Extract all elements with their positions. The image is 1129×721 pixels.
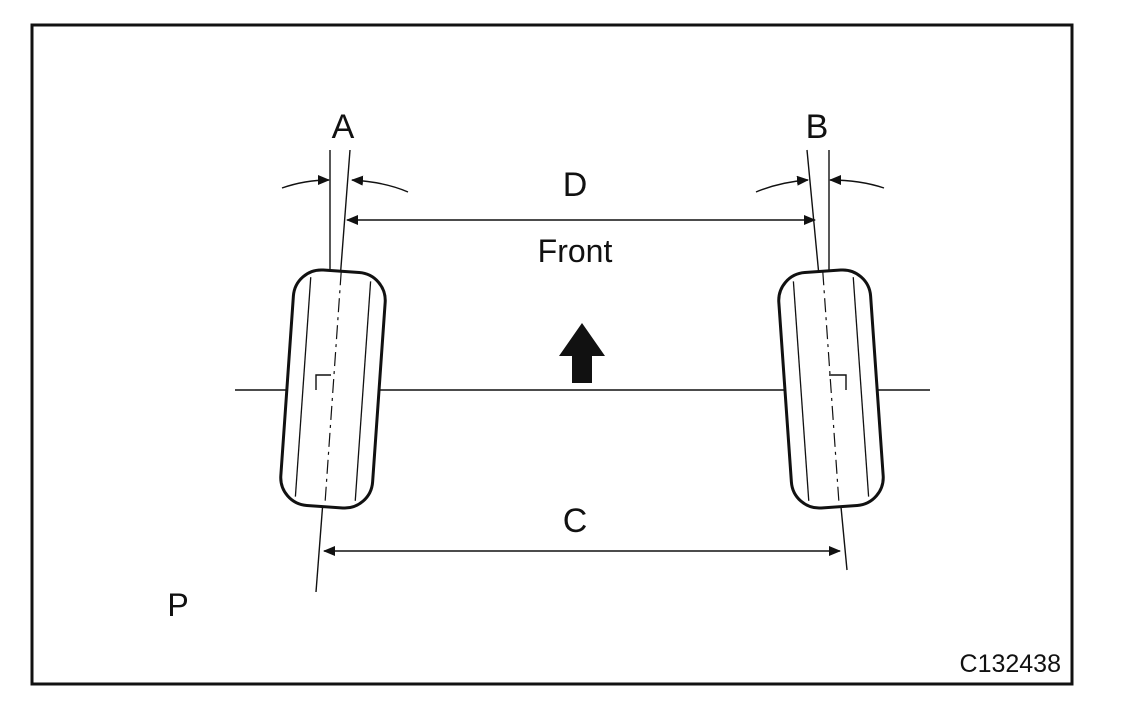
right-right-angle-mark [829,374,847,390]
label-d: D [563,166,588,204]
right-angle-arc-inner [829,175,885,189]
left-angle-arc-inner [351,175,409,193]
right-angle-arc-outer [755,175,809,193]
label-a: A [332,108,355,146]
figure-frame [30,23,1074,686]
right-wheel [755,149,885,571]
left-right-angle-mark [315,374,331,390]
label-p: P [167,587,188,623]
left-angle-arc-outer [281,175,330,189]
figure-code: C132438 [960,650,1061,678]
label-front: Front [538,233,613,269]
arrow-up-icon [559,323,605,383]
left-wheel [279,149,409,593]
label-c: C [563,502,588,540]
label-b: B [806,108,829,146]
